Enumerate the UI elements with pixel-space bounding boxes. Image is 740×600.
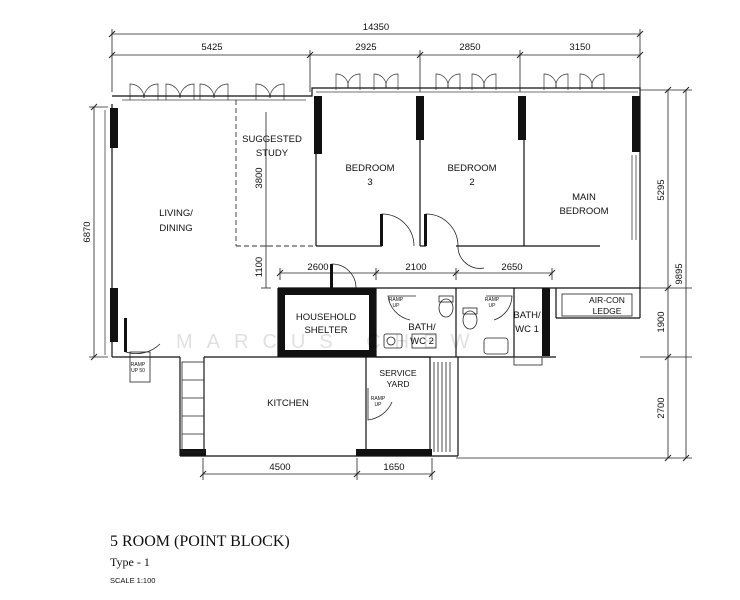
room-label-household-shelter: HOUSEHOLD SHELTER bbox=[296, 312, 356, 336]
room-label-bath-wc2: BATH/ WC 2 bbox=[408, 322, 436, 347]
svg-text:3: 3 bbox=[367, 177, 372, 188]
dimension-ticks bbox=[90, 30, 690, 478]
svg-text:SUGGESTED: SUGGESTED bbox=[242, 134, 302, 145]
dim-corridor-depth: 1100 bbox=[254, 257, 265, 277]
dim-right-yard: 2700 bbox=[656, 397, 667, 418]
dim-overall-width: 14350 bbox=[363, 22, 389, 33]
dim-top-3: 2850 bbox=[459, 42, 480, 53]
dim-right-bedroom: 5295 bbox=[656, 179, 667, 200]
svg-text:YARD: YARD bbox=[387, 379, 410, 389]
svg-text:WC 2: WC 2 bbox=[410, 336, 434, 347]
svg-text:WC 1: WC 1 bbox=[515, 324, 539, 335]
watermark: MARCUS CHEW bbox=[176, 331, 483, 353]
dim-bottom-2: 1650 bbox=[383, 462, 404, 473]
svg-text:UP: UP bbox=[489, 303, 497, 309]
svg-text:UP 50: UP 50 bbox=[131, 368, 145, 374]
dim-left-height: 6870 bbox=[82, 221, 93, 242]
ramp-label-yard: RAMP UP bbox=[371, 396, 386, 408]
study-dashed-partition bbox=[235, 100, 316, 247]
room-label-main-bedroom: MAIN BEDROOM bbox=[559, 192, 608, 217]
svg-text:BATH/: BATH/ bbox=[408, 322, 436, 333]
svg-text:RAMP: RAMP bbox=[485, 297, 500, 303]
ramp-label-wc2: RAMP UP bbox=[389, 297, 404, 309]
dim-mid-3: 2650 bbox=[501, 262, 522, 273]
svg-text:LIVING/: LIVING/ bbox=[159, 208, 193, 219]
room-label-bedroom-2: BEDROOM 2 bbox=[447, 163, 496, 188]
door-leaves bbox=[124, 214, 427, 352]
dim-mid-2: 2100 bbox=[405, 262, 426, 273]
room-label-service-yard: SERVICE YARD bbox=[379, 368, 416, 389]
svg-text:UP: UP bbox=[393, 303, 401, 309]
dim-top-2: 2925 bbox=[355, 42, 376, 53]
room-label-kitchen: KITCHEN bbox=[267, 398, 309, 409]
svg-text:BEDROOM: BEDROOM bbox=[447, 163, 496, 174]
svg-text:UP: UP bbox=[375, 402, 383, 408]
plan-scale: SCALE 1:100 bbox=[110, 576, 155, 585]
room-label-bedroom-3: BEDROOM 3 bbox=[345, 163, 394, 188]
svg-text:BEDROOM: BEDROOM bbox=[345, 163, 394, 174]
dim-study-depth: 3800 bbox=[254, 167, 265, 188]
svg-text:HOUSEHOLD: HOUSEHOLD bbox=[296, 312, 356, 323]
room-label-living-dining: LIVING/ DINING bbox=[159, 208, 193, 234]
svg-text:SHELTER: SHELTER bbox=[304, 325, 347, 336]
ramp-label-entrance: RAMP UP 50 bbox=[131, 362, 146, 374]
dim-right-bath: 1900 bbox=[656, 311, 667, 332]
dim-bottom-1: 4500 bbox=[269, 462, 290, 473]
fixtures bbox=[129, 293, 633, 453]
dim-top-4: 3150 bbox=[569, 42, 590, 53]
svg-text:LEDGE: LEDGE bbox=[593, 306, 622, 316]
svg-text:RAMP: RAMP bbox=[131, 362, 146, 368]
svg-text:DINING: DINING bbox=[159, 223, 192, 234]
svg-text:2: 2 bbox=[469, 177, 474, 188]
ramp-label-wc1: RAMP UP bbox=[485, 297, 500, 309]
svg-text:BATH/: BATH/ bbox=[513, 310, 541, 321]
svg-text:SERVICE: SERVICE bbox=[379, 368, 416, 378]
svg-text:RAMP: RAMP bbox=[389, 297, 404, 303]
room-label-aircon-ledge: AIR-CON LEDGE bbox=[589, 295, 625, 316]
svg-text:BEDROOM: BEDROOM bbox=[559, 206, 608, 217]
walls-thick bbox=[110, 96, 640, 456]
room-label-bath-wc1: BATH/ WC 1 bbox=[513, 310, 541, 335]
dim-mid-1: 2600 bbox=[307, 262, 328, 273]
svg-text:AIR-CON: AIR-CON bbox=[589, 295, 625, 305]
plan-title: 5 ROOM (POINT BLOCK) bbox=[110, 533, 290, 550]
svg-text:RAMP: RAMP bbox=[371, 396, 386, 402]
room-label-suggested-study: SUGGESTED STUDY bbox=[242, 134, 302, 159]
svg-text:MAIN: MAIN bbox=[572, 192, 596, 203]
dim-right-total: 9895 bbox=[674, 263, 685, 284]
svg-text:STUDY: STUDY bbox=[256, 148, 289, 159]
dimension-lines bbox=[89, 29, 692, 480]
dim-top-1: 5425 bbox=[201, 42, 222, 53]
plan-type: Type - 1 bbox=[110, 555, 150, 569]
